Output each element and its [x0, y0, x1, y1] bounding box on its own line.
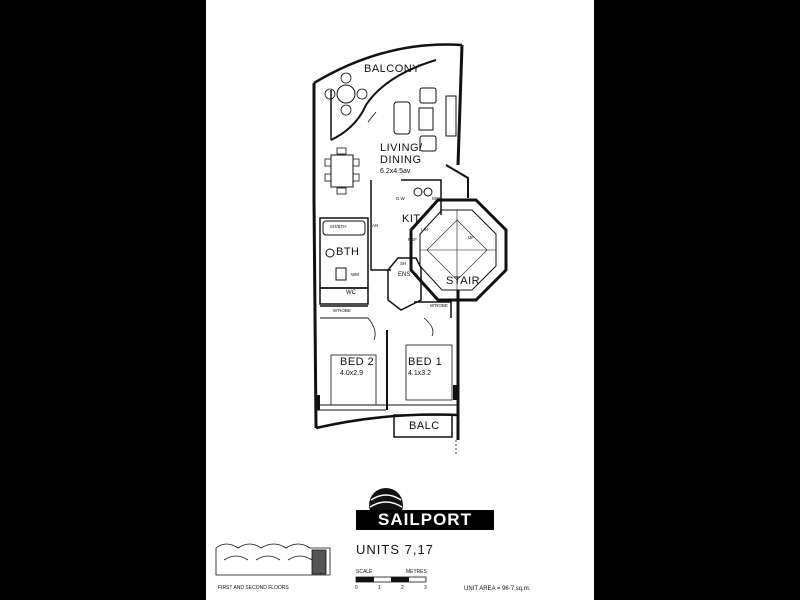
microwave-label: MW	[432, 196, 440, 201]
kitchen-wall	[370, 180, 391, 271]
key-plan	[215, 543, 331, 576]
stair-inner	[419, 209, 497, 291]
wc-label: WC	[346, 290, 356, 296]
bed1-dimensions: 4.1x3.2	[408, 370, 431, 377]
metres-label: METRES	[406, 569, 427, 575]
balcony-label: BALCONY	[364, 63, 421, 75]
wardrobe-left-label: W'ROBE	[333, 308, 351, 313]
bathtub	[322, 220, 366, 236]
balcony-table	[336, 84, 356, 104]
unit-area-label: UNIT AREA = 96·7 sq.m.	[464, 586, 531, 592]
kitchen-label: KIT	[402, 213, 421, 225]
scale-bar	[355, 576, 427, 583]
wardrobe-right-label: W'ROBE	[430, 303, 448, 308]
bed1-label: BED 1	[408, 356, 443, 368]
living-dining-label-line1: LIVING/	[380, 142, 423, 154]
units-label: UNITS 7,17	[356, 542, 434, 557]
outer-wall-right-top	[456, 44, 464, 166]
kitchen-bench	[401, 179, 442, 215]
scale-tick-3: 3	[424, 585, 427, 591]
balcony-inner-curve	[330, 59, 437, 141]
scale-tick-0: 0	[355, 585, 358, 591]
wc-room	[319, 287, 369, 305]
scale-label: SCALE	[356, 569, 373, 575]
linen-label: LIN	[421, 227, 429, 232]
washing-machine-label: WM	[351, 272, 359, 277]
ensuite-label: ENS	[398, 272, 411, 278]
ensuite	[387, 257, 422, 311]
living-dining-dimensions: 6.2x4.5av	[380, 168, 411, 175]
linen-an-label: AN	[372, 223, 379, 228]
refrigerator-label: REF	[408, 237, 417, 242]
scale-tick-2: 2	[401, 585, 404, 591]
scale-tick-1: 1	[378, 585, 381, 591]
key-plan-caption: FIRST AND SECOND FLOORS	[218, 585, 289, 591]
balc-box	[393, 414, 453, 438]
dining-table	[330, 154, 354, 188]
bed2-label: BED 2	[340, 356, 375, 368]
floor-plan-sheet: BALCONY LIVING/ DINING 6.2x4.5av KIT BTH…	[206, 0, 594, 600]
outer-wall-left	[312, 83, 318, 429]
stair-up-label: UP	[468, 235, 475, 240]
balcony-outer-arc	[313, 43, 463, 85]
stair-label: STAIR	[446, 275, 481, 287]
entry-wall	[445, 164, 469, 198]
bed1-bed	[405, 344, 453, 401]
dishwasher-label: D.W	[396, 196, 405, 201]
shower-bath-label: SH/BTH	[330, 224, 347, 229]
sailport-logo-text: SAILPORT	[356, 510, 494, 530]
living-dining-label-line2: DINING	[380, 154, 422, 166]
shower-label: SH	[400, 261, 407, 266]
bathroom-label: BTH	[336, 246, 360, 258]
bed2-dimensions: 4.0x2.9	[340, 370, 363, 377]
stair-outer	[409, 198, 508, 302]
sofa	[393, 101, 411, 135]
balc-label: BALC	[409, 420, 440, 432]
